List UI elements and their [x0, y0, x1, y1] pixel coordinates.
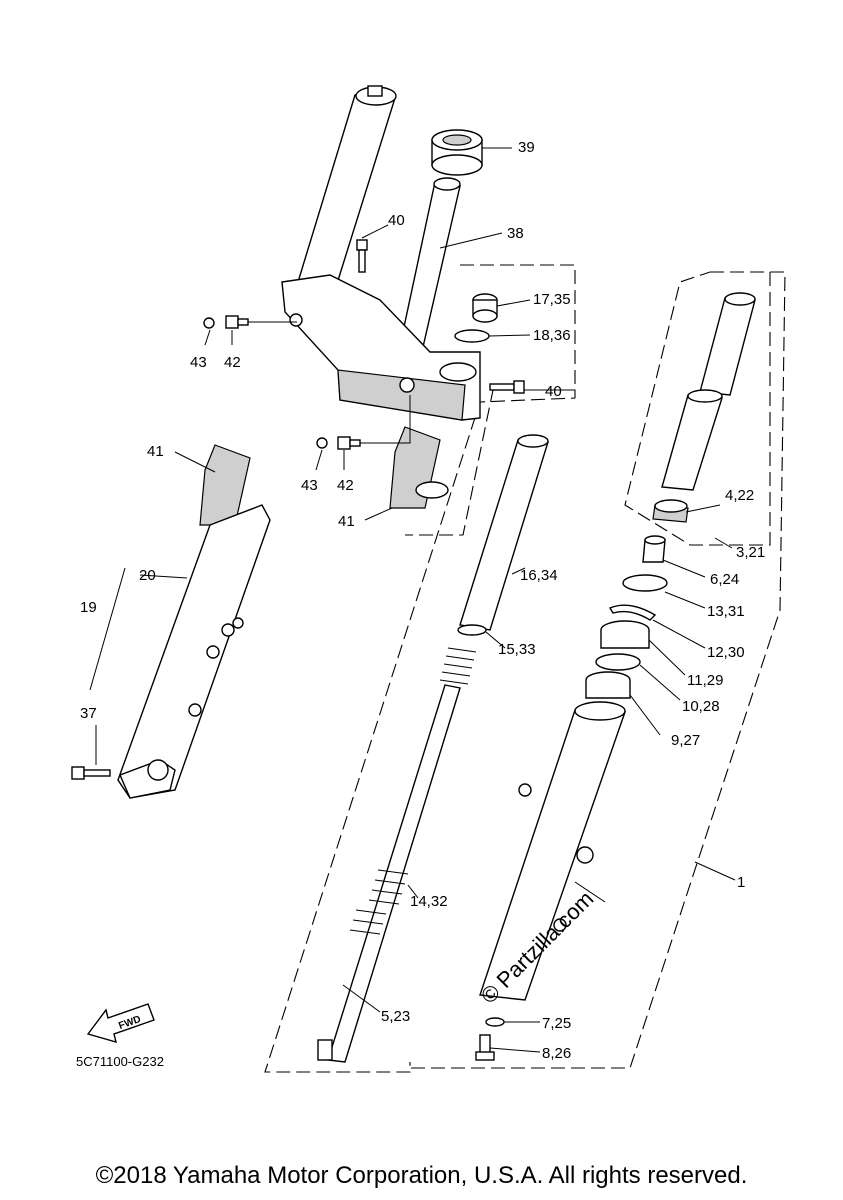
rod-end-5-23	[317, 1039, 333, 1061]
bolt-42-lower	[337, 436, 361, 450]
callout-42-upper: 42	[224, 354, 241, 371]
callout-40-upper: 40	[388, 212, 405, 229]
callout-8-26: 8,26	[542, 1045, 571, 1062]
copyright-notice: ©2018 Yamaha Motor Corporation, U.S.A. A…	[95, 1162, 748, 1189]
spring-14-32-upper	[439, 647, 477, 685]
diagram-code: 5C71100-G232	[76, 1054, 164, 1069]
callout-41-left: 41	[147, 443, 164, 460]
callout-39: 39	[518, 139, 535, 156]
dust-seal-9-27	[585, 671, 631, 699]
callout-6-24: 6,24	[710, 571, 739, 588]
callout-41-right: 41	[338, 513, 355, 530]
fork-cover-41-right	[389, 426, 449, 509]
callout-10-28: 10,28	[682, 698, 720, 715]
callout-15-33: 15,33	[498, 641, 536, 658]
fwd-arrow-icon: FWD	[86, 1003, 155, 1044]
callout-11-29: 11,29	[687, 672, 723, 689]
outer-tube-right	[479, 701, 626, 1001]
callout-5-23: 5,23	[381, 1008, 410, 1025]
inner-tube-16-34	[459, 434, 549, 631]
inner-tube-right-upper	[699, 292, 756, 396]
o-ring-18-36	[454, 329, 490, 343]
bolt-40-upper	[356, 239, 368, 273]
washer-7-25	[485, 1017, 505, 1027]
fork-upper-tube-left	[297, 85, 397, 291]
callout-42-lower: 42	[337, 477, 354, 494]
callout-43-lower: 43	[301, 477, 318, 494]
callout-37: 37	[80, 705, 97, 722]
callout-16-34: 16,34	[520, 567, 558, 584]
callout-18-36: 18,36	[533, 327, 571, 344]
callout-3-21: 3,21	[736, 544, 765, 561]
damper-rod	[327, 684, 461, 1063]
bolt-8-26	[475, 1034, 495, 1061]
callout-7-25: 7,25	[542, 1015, 571, 1032]
clip-12-30	[608, 604, 657, 621]
washer-15-33	[457, 624, 487, 636]
callout-38: 38	[507, 225, 524, 242]
oil-seal-11-29	[600, 620, 650, 649]
callout-43-upper: 43	[190, 354, 207, 371]
callout-17-35: 17,35	[533, 291, 571, 308]
washer-43-upper	[203, 317, 215, 329]
callout-9-27: 9,27	[671, 732, 700, 749]
bolt-37	[71, 766, 111, 780]
callout-19: 19	[80, 599, 97, 616]
callout-1: 1	[737, 874, 745, 891]
callout-12-30: 12,30	[707, 644, 745, 661]
callout-40-lower: 40	[545, 383, 562, 400]
spring-14-32-lower	[349, 869, 409, 935]
washer-43-lower	[316, 437, 328, 449]
inner-tube-right-lower	[661, 389, 723, 491]
outer-tube-left	[117, 504, 271, 799]
callout-20: 20	[139, 567, 156, 584]
callout-14-32: 14,32	[410, 893, 448, 910]
lower-bracket	[281, 274, 481, 421]
callout-4-22: 4,22	[725, 487, 754, 504]
bolt-42-upper	[225, 315, 249, 329]
seal-ring-10-28	[595, 653, 641, 671]
bushing-6-24	[642, 535, 666, 563]
bushing-4-22	[652, 499, 689, 523]
washer-13-31	[622, 574, 668, 592]
assembly-outline-1	[410, 271, 786, 1069]
bearing-39	[431, 129, 483, 176]
cap-bolt-17-35	[472, 293, 498, 323]
callout-13-31: 13,31	[707, 603, 745, 620]
bolt-40-lower	[489, 380, 525, 394]
steering-stem-tube	[397, 177, 461, 361]
leader-lines	[89, 147, 736, 1053]
